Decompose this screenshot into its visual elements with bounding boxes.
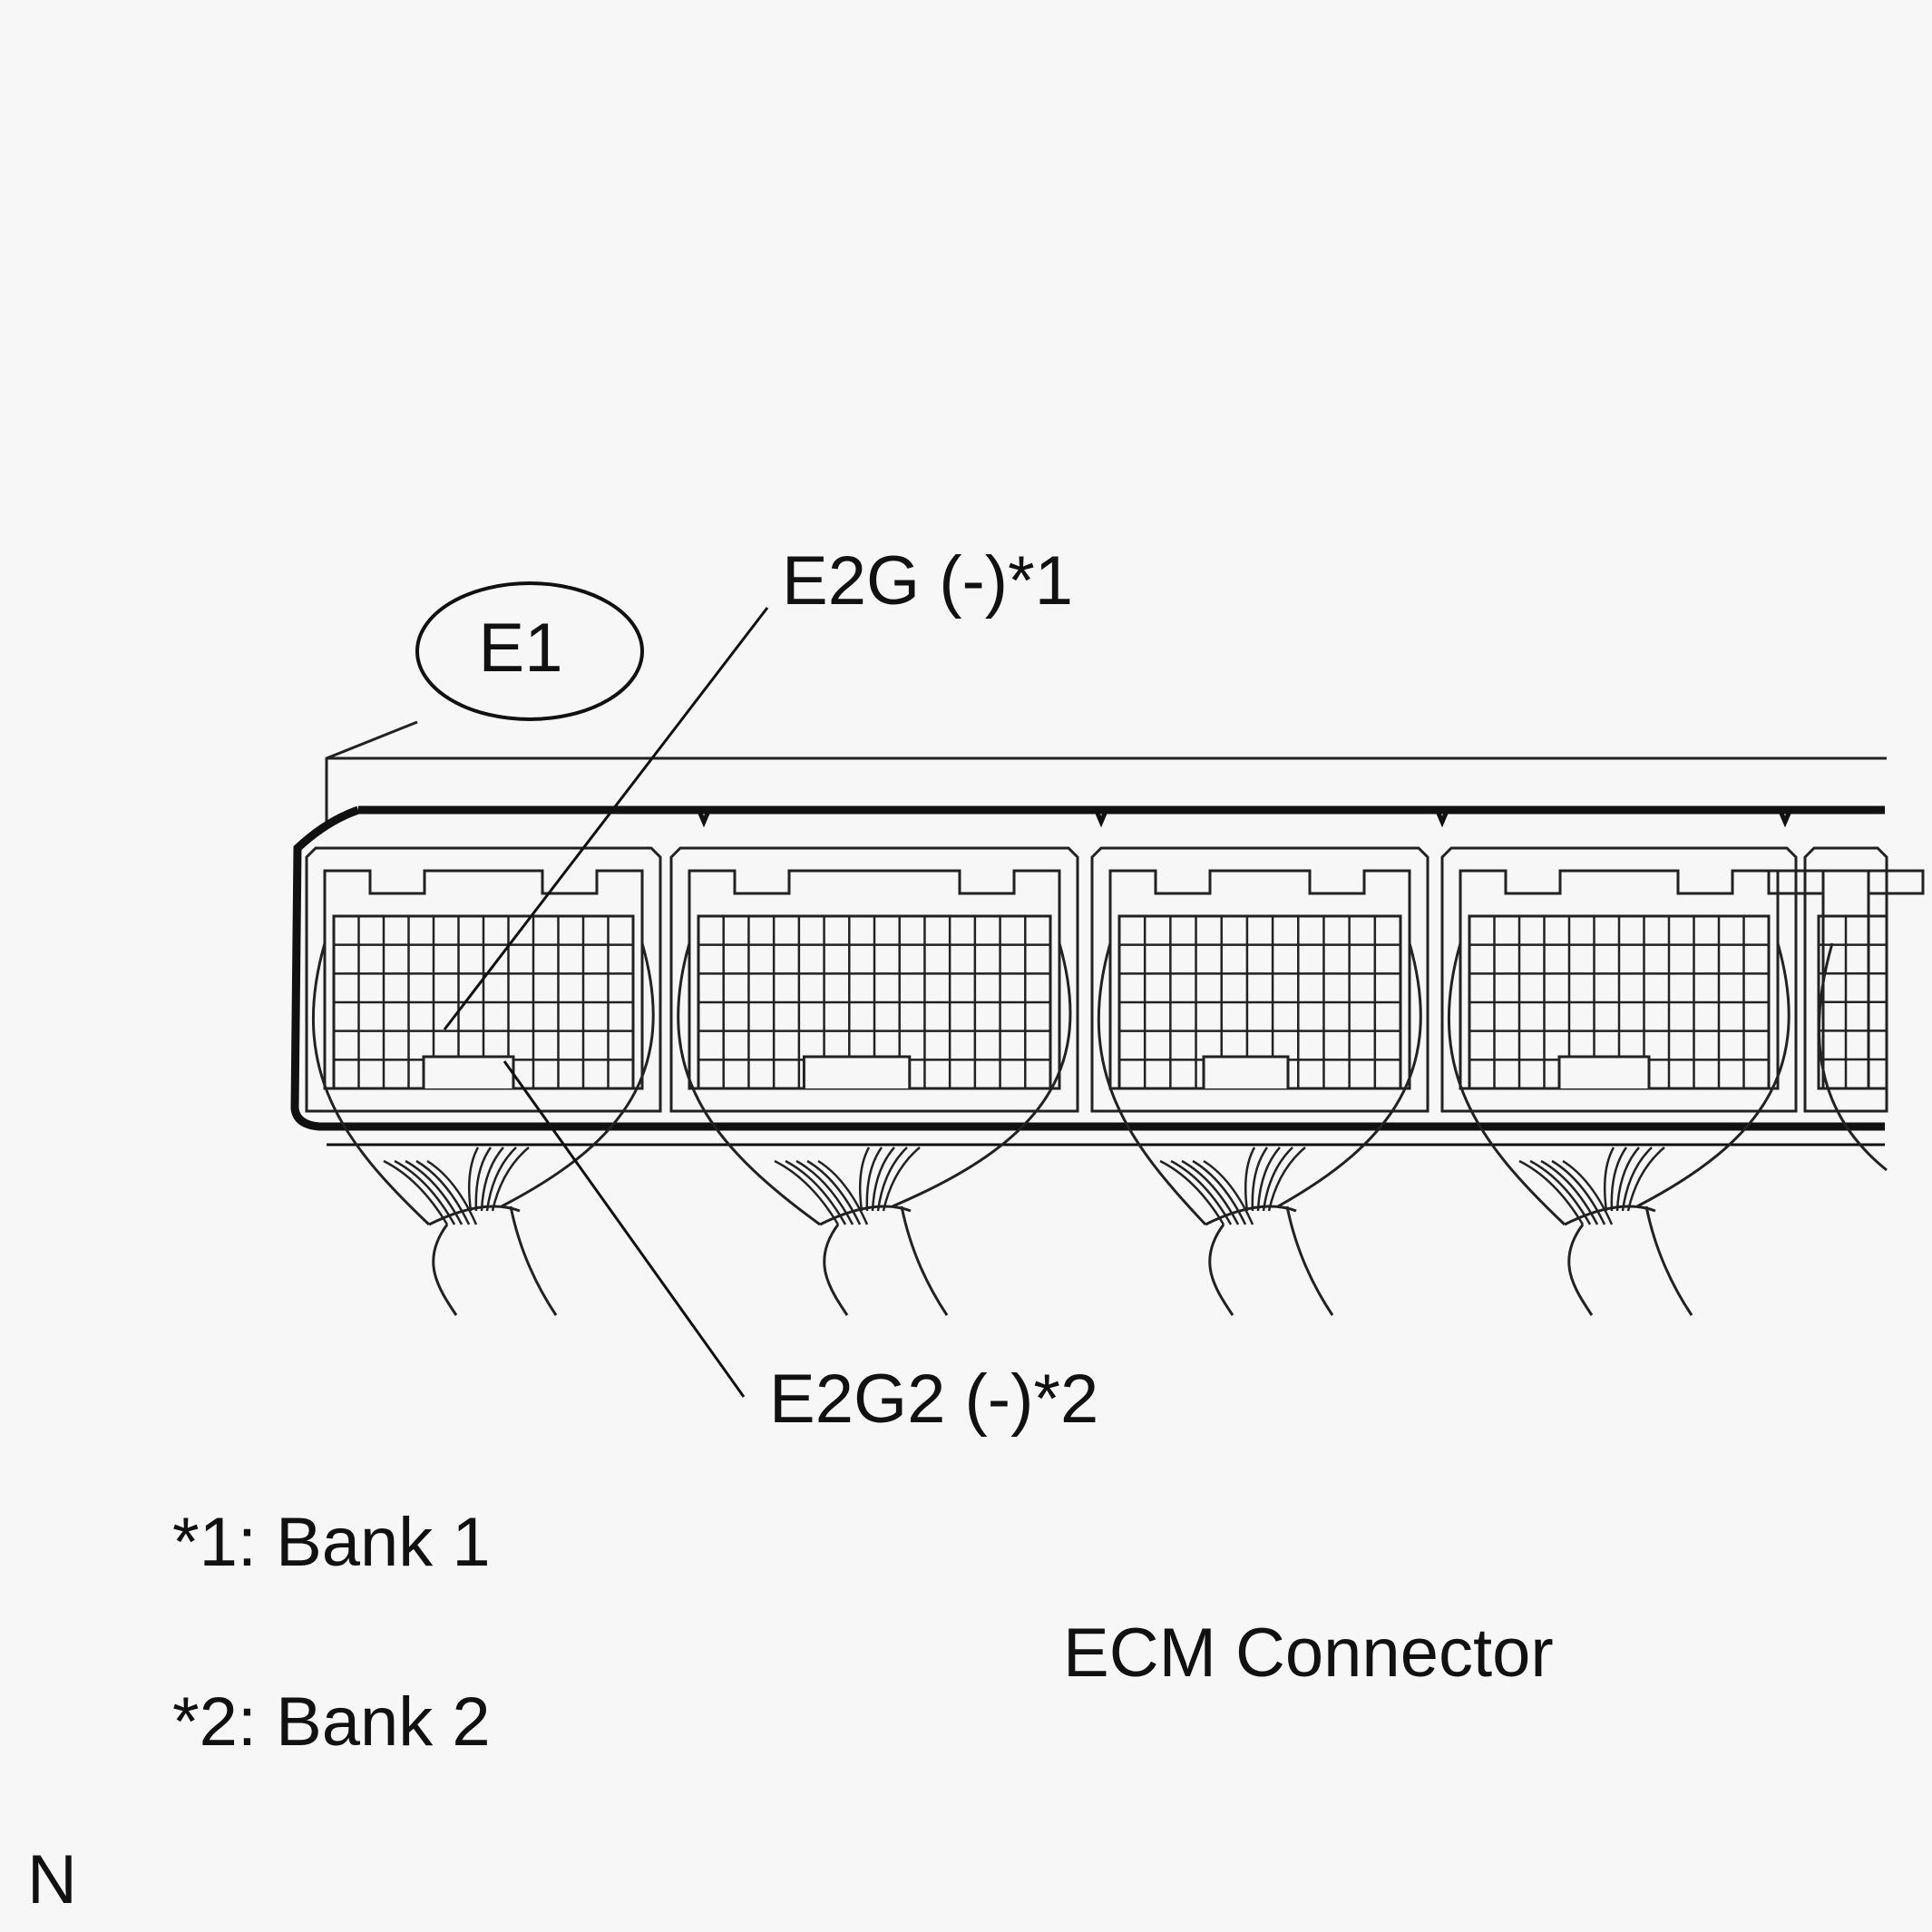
connector-block [1440,846,1798,1316]
corner-mark: N [27,1841,77,1918]
connector-block [1090,846,1429,1316]
connector-block [1767,846,1925,1172]
connector-blocks [305,846,1925,1316]
terminal-label-e2g2: E2G2 (-)*2 [769,1361,1098,1438]
connector-code-oval [415,581,644,721]
terminal-label-e2g: E2G (-)*1 [782,542,1073,620]
connector-code-callout: E1 [415,581,644,721]
leader-lines [443,607,769,1398]
connector-block [669,846,1079,1316]
leader-line-e2g2 [503,1060,746,1398]
ecm-housing [325,720,1887,827]
leader-line-e2g [443,607,769,1030]
footnote-bank2: *2: Bank 2 [172,1683,491,1761]
connector-code: E1 [479,610,563,687]
footnote-bank1: *1: Bank 1 [172,1504,491,1581]
connector-block [305,846,662,1316]
diagram-caption: ECM Connector [1063,1615,1554,1692]
